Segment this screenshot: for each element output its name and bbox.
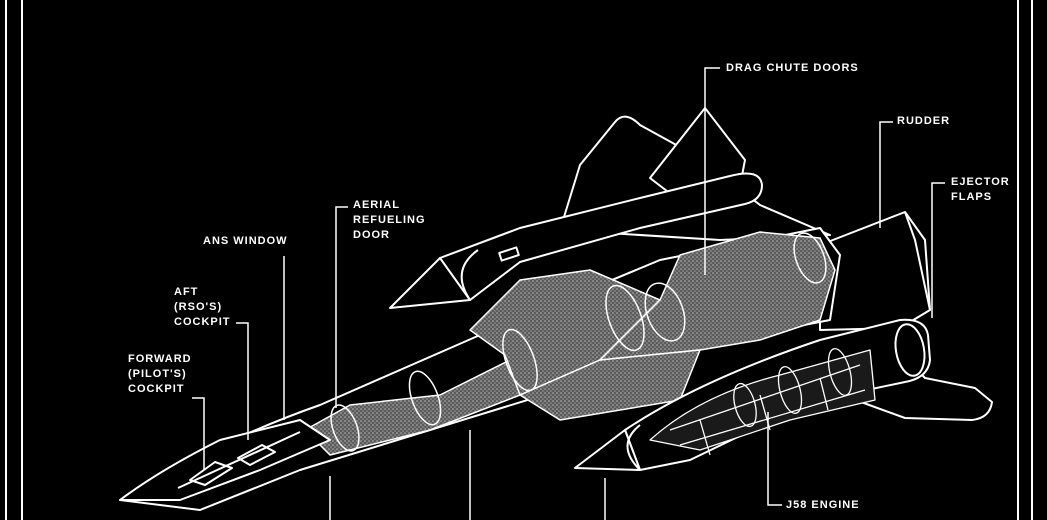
leader-lines xyxy=(192,67,945,520)
label-j58-engine: J58 ENGINE xyxy=(786,499,860,511)
j58-engine-detail xyxy=(649,348,876,456)
lower-nacelle-spike xyxy=(574,429,641,471)
upper-nacelle xyxy=(439,172,763,301)
label-rudder: RUDDER xyxy=(897,115,951,127)
frame-border xyxy=(5,0,1033,520)
label-ejector-flaps: EJECTOR FLAPS xyxy=(951,176,1010,203)
label-ans-window: ANS WINDOW xyxy=(203,235,288,247)
nose-section xyxy=(119,419,331,501)
tank-rings xyxy=(330,232,827,452)
aft-canopy xyxy=(237,444,276,466)
forward-canopy xyxy=(189,461,233,486)
label-aft-cockpit: AFT (RSO'S) COCKPIT xyxy=(174,286,231,328)
upper-nacelle-spike xyxy=(389,257,471,309)
label-drag-chute-doors: DRAG CHUTE DOORS xyxy=(726,62,859,74)
label-aerial-refueling-door: AERIAL REFUELING DOOR xyxy=(353,199,426,241)
label-forward-cockpit: FORWARD (PILOT'S) COCKPIT xyxy=(128,353,192,395)
